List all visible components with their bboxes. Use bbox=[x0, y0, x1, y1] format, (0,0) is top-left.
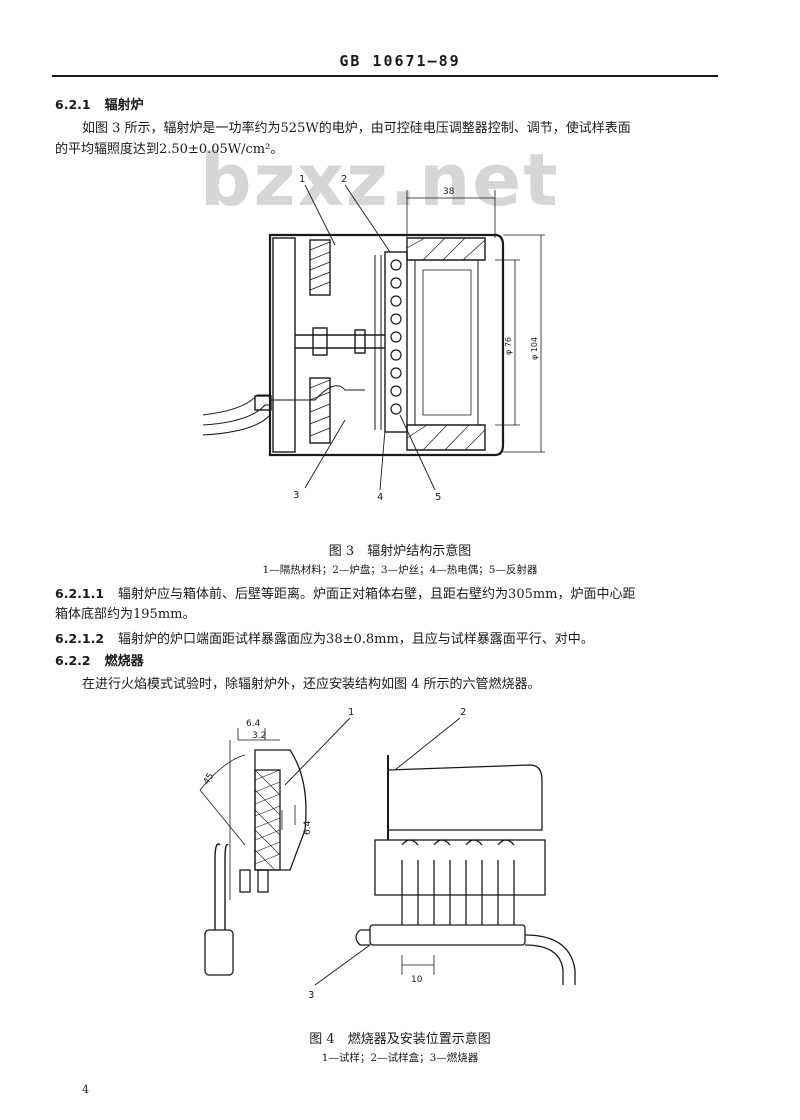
figure-4-legend: 1—试样；2—试样盒；3—燃烧器 bbox=[321, 1052, 479, 1064]
label-2: 2 bbox=[341, 174, 347, 185]
dim-45: 45 bbox=[202, 772, 216, 787]
page-number: 4 bbox=[82, 1083, 89, 1096]
section-number: 6.2.1.1 bbox=[55, 586, 105, 601]
figure-3-diagram: 1 2 3 4 5 38 φ 76 φ 104 bbox=[202, 174, 545, 503]
section-title: 燃烧器 bbox=[104, 654, 144, 669]
label-1: 1 bbox=[348, 707, 354, 718]
section-number: 6.2.1.2 bbox=[55, 631, 105, 646]
paragraph-line: 辐射炉的炉口端面距试样暴露面应为38±0.8mm，且应与试样暴露面平行、对中。 bbox=[118, 632, 594, 647]
dim-phi-76: φ 76 bbox=[504, 337, 513, 355]
label-2: 2 bbox=[460, 707, 466, 718]
dim-phi-104: φ 104 bbox=[530, 337, 539, 360]
dim-3-2: 3.2 bbox=[252, 731, 266, 741]
label-3: 3 bbox=[293, 490, 299, 501]
section-6-2-1-2: 6.2.1.2 辐射炉的炉口端面距试样暴露面应为38±0.8mm，且应与试样暴露面… bbox=[55, 629, 594, 650]
dim-38: 38 bbox=[443, 187, 455, 197]
watermark: bzxz.net bbox=[200, 138, 560, 222]
figure-3-legend: 1—隔热材料；2—炉盘；3—炉丝；4—热电偶；5—反射器 bbox=[262, 564, 538, 576]
section-number: 6.2.1 bbox=[55, 97, 91, 112]
figure-3-caption: 图 3 辐射炉结构示意图 bbox=[328, 544, 472, 559]
figure-4-caption: 图 4 燃烧器及安装位置示意图 bbox=[309, 1032, 491, 1047]
page-header: GB 10671—89 bbox=[339, 52, 461, 70]
section-6-2-2-heading: 6.2.2 燃烧器 bbox=[55, 651, 144, 672]
paragraph-line: 在进行火焰模式试验时，除辐射炉外，还应安装结构如图 4 所示的六管燃烧器。 bbox=[82, 677, 541, 692]
header-rule bbox=[52, 75, 718, 77]
dim-10: 10 bbox=[411, 975, 423, 985]
section-title: 辐射炉 bbox=[104, 98, 144, 113]
label-5: 5 bbox=[435, 492, 441, 503]
paragraph-line: 箱体底部约为195mm。 bbox=[55, 607, 196, 622]
section-number: 6.2.2 bbox=[55, 653, 91, 668]
dim-6-4-vertical: 6.4 bbox=[303, 820, 313, 835]
label-4: 4 bbox=[377, 492, 383, 503]
paragraph-line: 的平均辐照度达到2.50±0.05W/cm²。 bbox=[55, 142, 284, 157]
label-3: 3 bbox=[308, 990, 314, 1001]
dim-6-4: 6.4 bbox=[246, 719, 261, 729]
figure-4-diagram: 1 2 3 6.4 3.2 45 6.4 10 bbox=[199, 707, 576, 1001]
paragraph-line: 辐射炉应与箱体前、后壁等距离。炉面正对箱体右壁，且距右壁约为305mm，炉面中心… bbox=[118, 587, 636, 602]
paragraph-line: 如图 3 所示，辐射炉是一功率约为525W的电炉，由可控硅电压调整器控制、调节，… bbox=[82, 121, 631, 136]
label-1: 1 bbox=[299, 174, 305, 185]
section-6-2-1-1: 6.2.1.1 辐射炉应与箱体前、后壁等距离。炉面正对箱体右壁，且距右壁约为305… bbox=[55, 584, 636, 605]
section-6-2-1-heading: 6.2.1 辐射炉 bbox=[55, 95, 144, 116]
